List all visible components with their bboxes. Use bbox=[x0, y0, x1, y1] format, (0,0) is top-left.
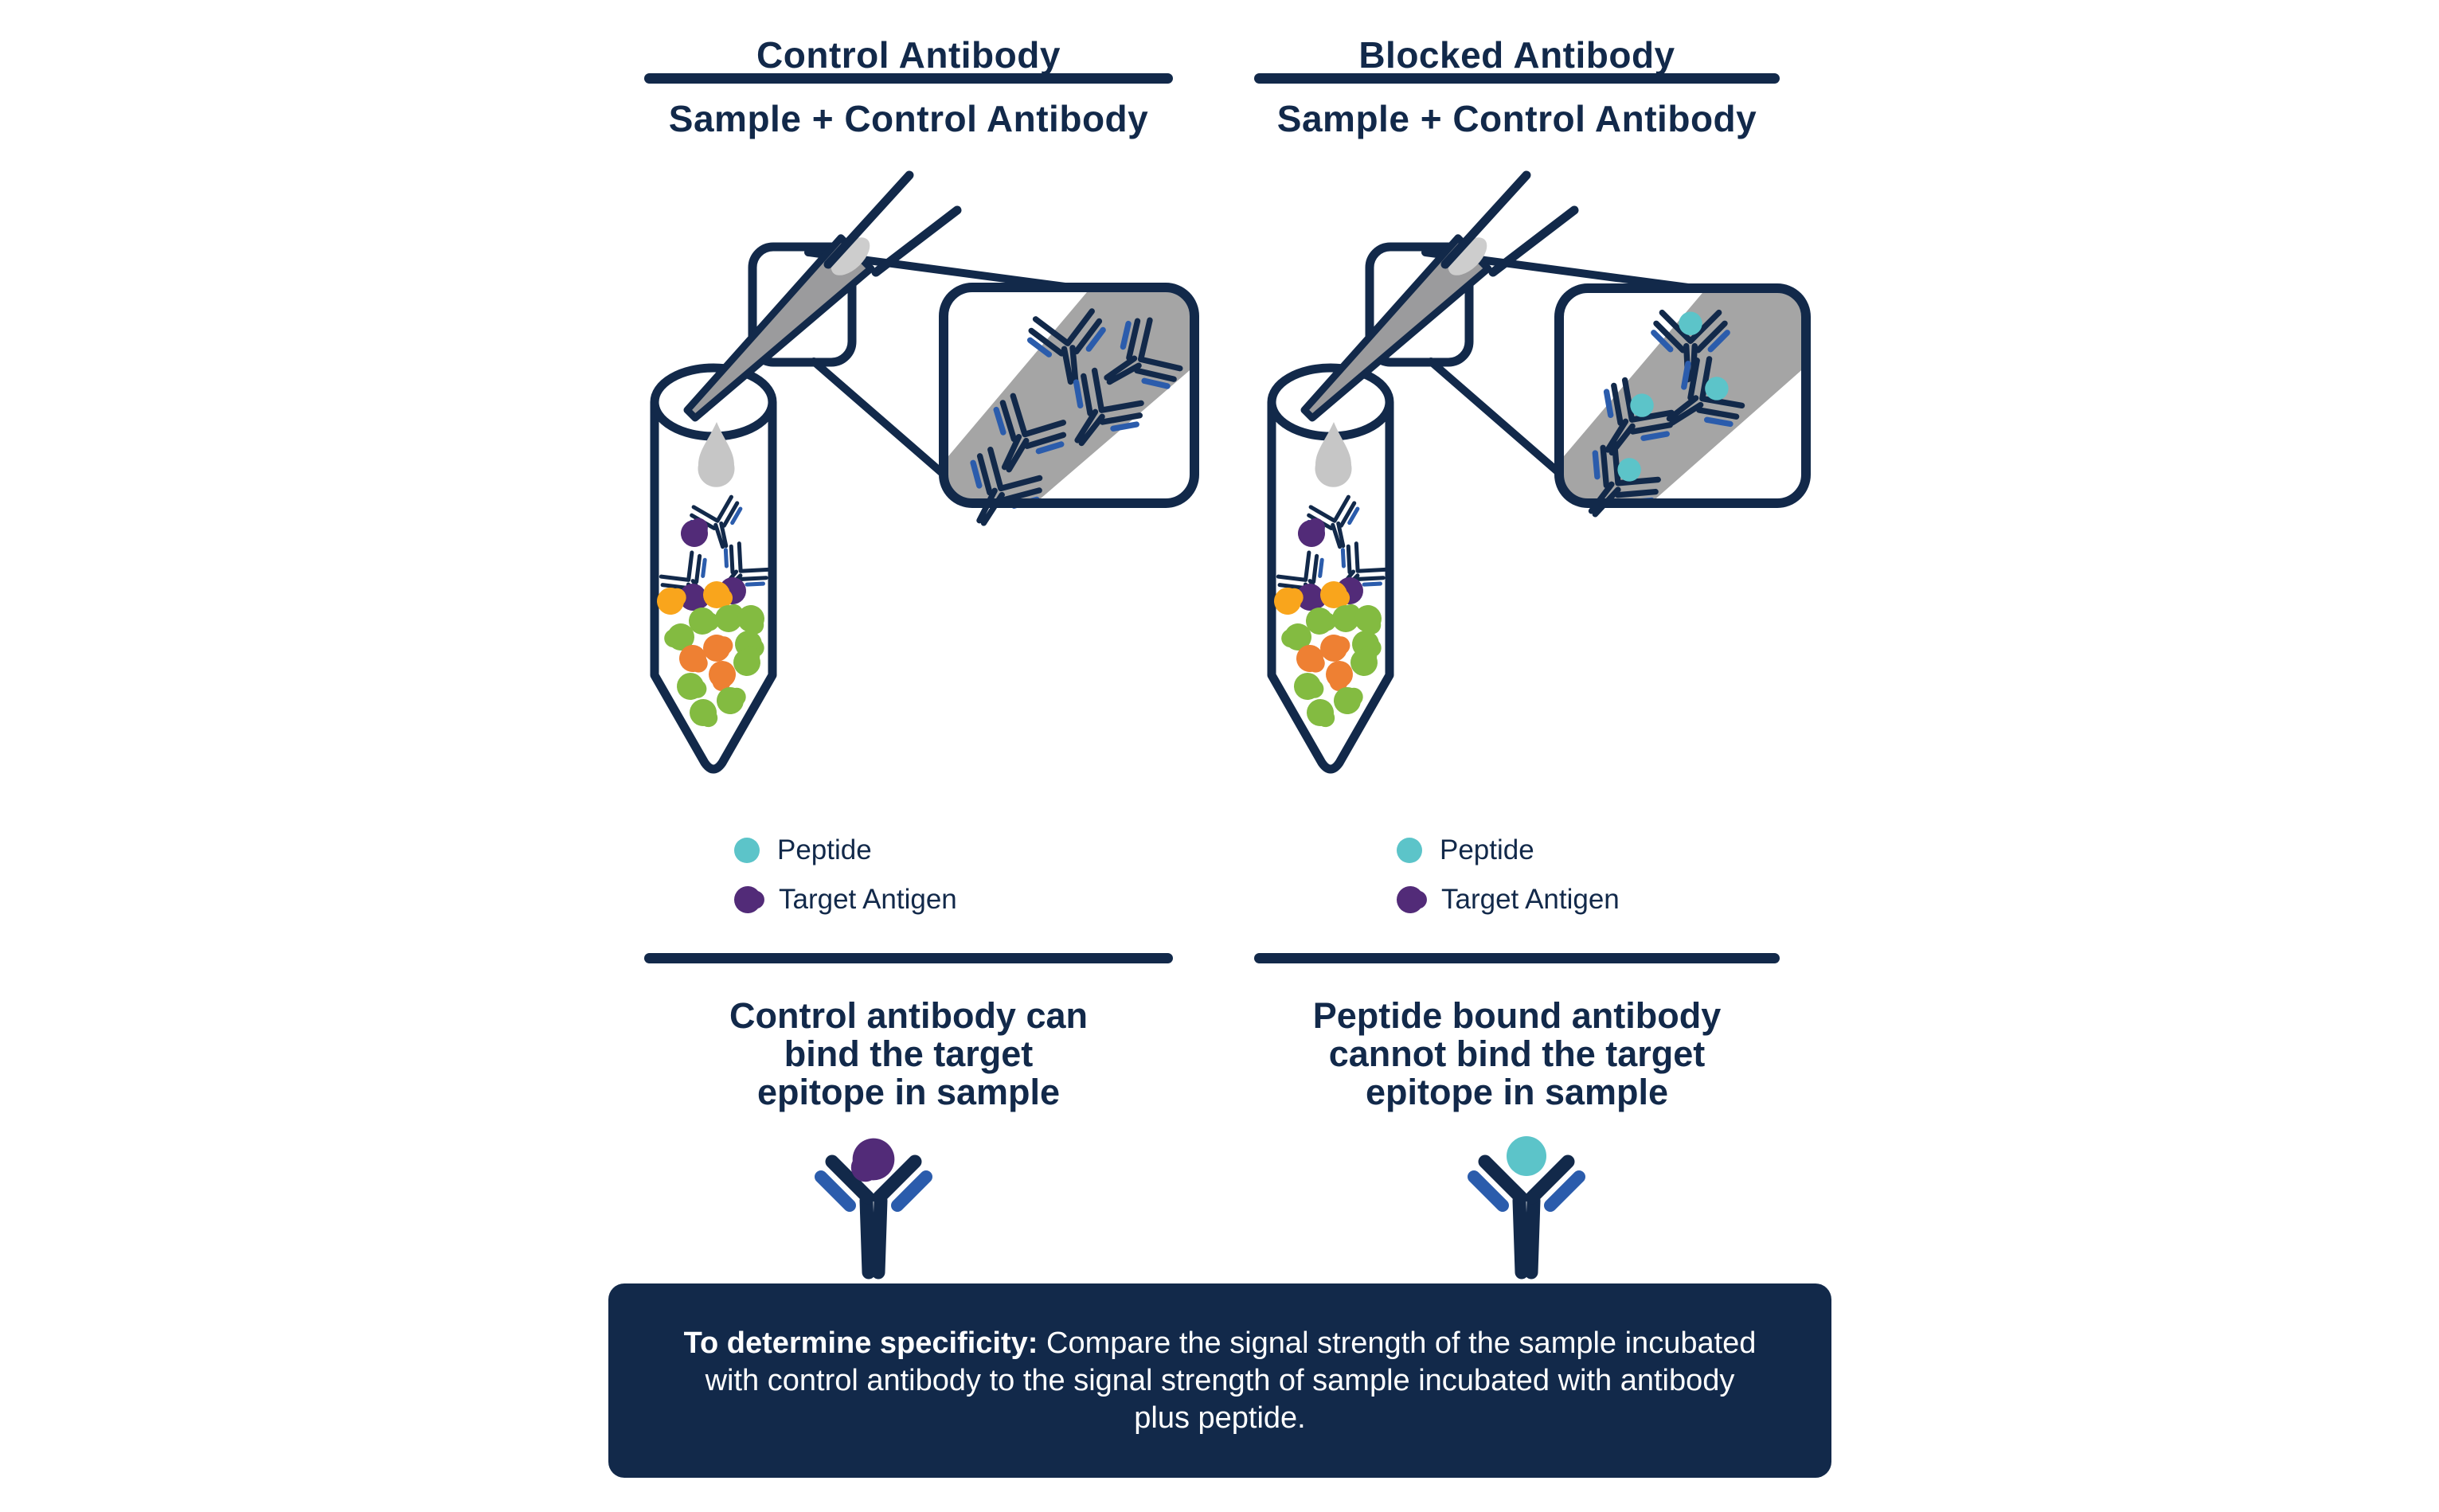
specificity-note-lead: To determine specificity: bbox=[683, 1326, 1038, 1360]
headline-line: epitope in sample bbox=[1365, 1072, 1669, 1112]
headline-line: Peptide bound antibody bbox=[1312, 995, 1722, 1036]
specificity-note-line3: plus peptide. bbox=[1134, 1401, 1306, 1435]
legend-row-peptide: Peptide bbox=[1395, 834, 1620, 866]
legend-label: Peptide bbox=[777, 834, 872, 865]
inset-border bbox=[939, 283, 1199, 508]
specificity-note-line2: with control antibody to the signal stre… bbox=[705, 1363, 1735, 1397]
panel-control-title: Control Antibody bbox=[756, 34, 1061, 76]
panel-blocked-title-rule bbox=[1254, 73, 1780, 84]
panel-control-subtitle: Sample + Control Antibody bbox=[668, 98, 1149, 139]
panel-blocked-header: Blocked Antibody bbox=[1254, 33, 1780, 76]
legend-blocked: Peptide Target Antigen bbox=[1395, 834, 1620, 916]
peptide-dot-icon bbox=[734, 838, 760, 863]
specificity-note-box: To determine specificity: Compare the si… bbox=[608, 1283, 1831, 1478]
inset-border bbox=[1554, 283, 1811, 508]
antibody-blocked-by-peptide-icon bbox=[1459, 1136, 1594, 1277]
panel-control-subtitle-wrap: Sample + Control Antibody bbox=[644, 97, 1173, 140]
headline-line: Control antibody can bbox=[729, 995, 1088, 1036]
legend-label: Target Antigen bbox=[1441, 884, 1620, 915]
control-sample-figure bbox=[629, 88, 1199, 804]
blocked-sample-figure bbox=[1246, 88, 1811, 804]
headline-line: cannot bind the target bbox=[1328, 1033, 1706, 1074]
separator-control bbox=[644, 953, 1173, 963]
panel-control-title-rule bbox=[644, 73, 1173, 84]
legend-row-antigen: Target Antigen bbox=[1395, 884, 1620, 916]
specificity-note-line1: Compare the signal strength of the sampl… bbox=[1038, 1326, 1757, 1360]
gray-band bbox=[1563, 292, 1802, 499]
legend-label: Target Antigen bbox=[779, 884, 957, 915]
legend-row-peptide: Peptide bbox=[733, 834, 957, 866]
headline-line: bind the target bbox=[784, 1033, 1034, 1074]
antibody-binding-antigen-icon bbox=[806, 1129, 941, 1277]
panel-control-header: Control Antibody bbox=[644, 33, 1173, 76]
target-antigen-icon bbox=[1396, 886, 1427, 913]
result-headline-blocked: Peptide bound antibody cannot bind the t… bbox=[1254, 997, 1780, 1112]
panel-blocked-subtitle: Sample + Control Antibody bbox=[1276, 98, 1757, 139]
legend-label: Peptide bbox=[1440, 834, 1534, 865]
magnified-inset-control bbox=[939, 283, 1199, 540]
target-antigen-icon bbox=[733, 886, 764, 913]
magnified-inset-blocked bbox=[1554, 283, 1811, 537]
result-headline-control: Control antibody can bind the target epi… bbox=[644, 997, 1173, 1112]
peptide-dot-icon bbox=[1397, 838, 1422, 863]
panel-blocked-title: Blocked Antibody bbox=[1358, 34, 1675, 76]
specificity-note-text: To determine specificity: Compare the si… bbox=[623, 1325, 1817, 1437]
headline-line: epitope in sample bbox=[756, 1072, 1061, 1112]
legend-row-antigen: Target Antigen bbox=[733, 884, 957, 916]
legend-control: Peptide Target Antigen bbox=[733, 834, 957, 916]
separator-blocked bbox=[1254, 953, 1780, 963]
panel-blocked-subtitle-wrap: Sample + Control Antibody bbox=[1254, 97, 1780, 140]
